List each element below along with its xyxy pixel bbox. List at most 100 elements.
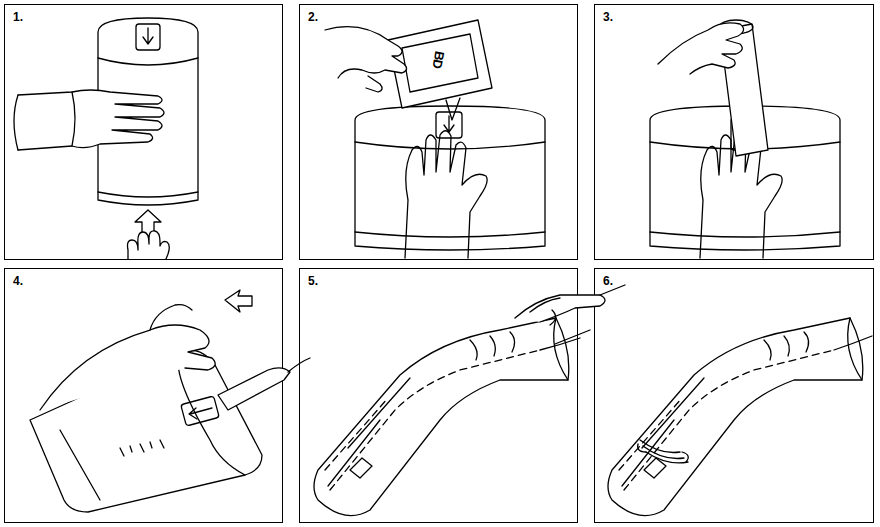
probe-outline-stroke [325,398,388,470]
extended-sleeve [608,318,863,516]
rubber-bands [638,440,689,463]
probe-stroke [288,358,310,372]
extended-sleeve-stroke [554,318,568,380]
step-panel: 4. [4,268,283,523]
rubber-bands-stroke [638,444,689,462]
ruler-marks [120,440,164,456]
pulling-hand-stroke [600,285,625,295]
cover-cylinder-stroke [98,58,198,65]
cover-cylinder [650,106,840,250]
gel-packet [388,20,492,120]
gel-packet-stroke [446,98,460,120]
cover-sleeve-stroke [178,352,245,475]
extended-sleeve-stroke [608,318,863,516]
cover-cylinder-stroke [98,18,198,205]
inserted-hand [405,131,487,258]
step-panel: 3. [594,4,874,260]
packet-hand-stroke [366,76,382,92]
step-number: 6. [603,274,613,288]
probe-outline [325,330,590,490]
pushing-hand [128,231,170,259]
pulling-hand-stroke [515,295,605,322]
step-panel: 2. [299,4,578,260]
extended-sleeve-stroke [764,332,809,360]
packet-hand-stroke [325,27,407,78]
inserted-hand-stroke [700,131,782,258]
pushing-hand-stroke [128,231,170,259]
probe-outline-stroke [619,398,682,470]
push-arrow [135,210,161,236]
probe-hand [658,23,744,74]
probe-hand-stroke [40,325,215,410]
pulling-hand [515,285,625,325]
step-number: 1. [13,10,23,24]
brand-logo: BD [430,50,448,69]
probe [218,358,310,410]
extended-sleeve-stroke [314,318,569,516]
cover-cylinder-stroke [650,232,840,237]
cover-cylinder-stroke [739,122,749,144]
probe-outline-stroke [540,338,580,350]
packet-hand [325,27,407,92]
step-number: 2. [308,10,318,24]
extended-sleeve-stroke [848,318,862,380]
probe-stroke [720,24,768,156]
gel-packet-stroke [388,20,492,108]
gel-packet-stroke [402,34,478,92]
cover-cylinder-stroke [355,106,545,250]
probe [719,20,768,156]
label-arrow-stroke [189,408,212,419]
step-panel: 6. [594,268,874,523]
step-number: 3. [603,10,613,24]
inserted-hand [700,131,782,258]
cover-cylinder [98,18,198,205]
cover-cylinder-stroke [355,232,545,237]
cover-sleeve-stroke [60,430,100,500]
pulling-hand-stroke [530,298,560,325]
probe-outline [619,336,872,490]
extended-sleeve-stroke [622,378,704,486]
cover-cylinder-stroke [355,142,545,149]
cover-cylinder-stroke [444,116,454,132]
inserted-hand-stroke [405,131,487,258]
probe-outline-stroke [624,350,834,490]
holding-hand-stroke [72,92,75,146]
label-arrow [181,396,220,426]
step-number: 5. [308,274,318,288]
label-arrow-stroke [181,396,220,426]
probe-outline-stroke [330,350,540,490]
direction-arrow [225,290,252,312]
step-panel: 1. [4,4,283,260]
cover-cylinder [355,106,545,250]
holding-hand-stroke [18,90,164,150]
cover-cylinder-stroke [650,106,840,250]
probe-outline-stroke [555,330,590,344]
cover-sleeve [30,350,262,512]
holding-hand [14,90,164,150]
cover-sleeve-stroke [30,350,262,512]
extended-sleeve-stroke [470,332,515,360]
probe-outline-stroke [834,336,872,350]
rubber-bands-stroke [640,440,688,463]
probe-stroke [218,368,290,410]
push-arrow-stroke [135,210,161,236]
probe-hand-stroke [150,305,192,330]
probe-stroke [719,20,753,34]
step-panel: 5. [299,268,578,523]
cover-cylinder-stroke [98,192,198,197]
cover-cylinder-stroke [650,142,840,149]
holding-hand-stroke [14,95,18,150]
probe-outline-stroke [644,458,666,478]
step-number: 4. [13,274,23,288]
ruler-marks-stroke [120,440,164,456]
cover-cylinder-stroke [436,112,462,138]
cover-cylinder-stroke [731,118,757,150]
cover-cylinder-stroke [143,28,153,44]
probe-hand [40,305,215,410]
extended-sleeve [314,318,569,516]
direction-arrow-stroke [225,290,252,312]
extended-sleeve-stroke [328,378,410,486]
probe-hand-stroke [658,23,744,74]
cover-cylinder-stroke [136,24,160,50]
